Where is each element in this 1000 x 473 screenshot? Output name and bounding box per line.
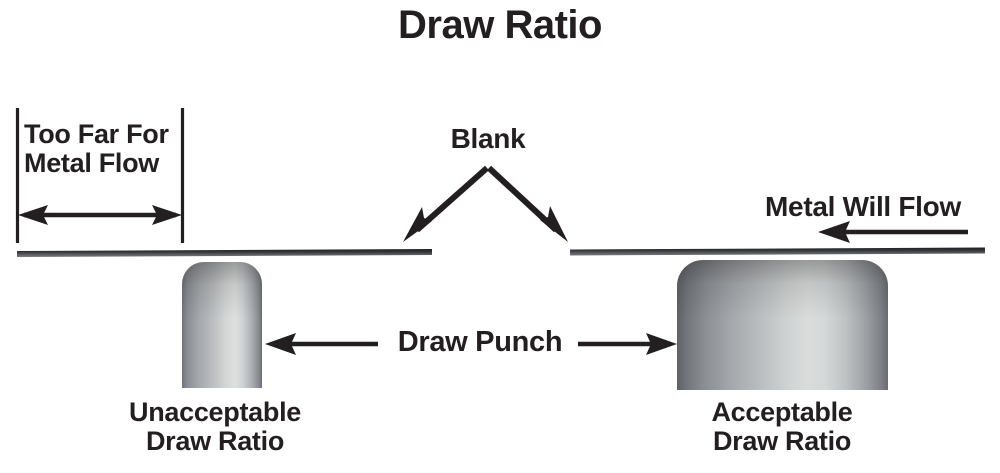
bracket-arrowhead-left [18, 205, 48, 225]
blank-label: Blank [450, 123, 526, 154]
blank-sheet-right [570, 247, 985, 256]
metal-will-flow-label: Metal Will Flow [765, 191, 961, 222]
draw-punch-arrowhead-left [265, 333, 296, 355]
blank-arrowhead-right [540, 206, 568, 242]
blank-pointer-arrows [403, 165, 568, 242]
blank-arrow-left-shaft [415, 165, 489, 233]
blank-sheet-left [17, 249, 432, 257]
dimension-bracket [15, 108, 185, 243]
unacceptable-draw-punch [182, 262, 262, 388]
blank-arrowhead-left [403, 207, 432, 242]
draw-punch-arrows [265, 333, 677, 355]
too-far-for-metal-flow-label: Too Far For Metal Flow [24, 119, 169, 178]
acceptable-draw-punch [677, 260, 888, 390]
draw-punch-label: Draw Punch [397, 326, 563, 358]
bracket-arrowhead-right [152, 205, 182, 225]
acceptable-draw-ratio-label: Acceptable Draw Ratio [711, 397, 853, 456]
metal-flow-arrowhead [818, 221, 850, 243]
page-title: Draw Ratio [398, 3, 602, 47]
metal-flow-arrow [818, 221, 968, 243]
unacceptable-draw-ratio-label: Unacceptable Draw Ratio [129, 397, 301, 456]
draw-punch-arrowhead-right [646, 333, 677, 355]
